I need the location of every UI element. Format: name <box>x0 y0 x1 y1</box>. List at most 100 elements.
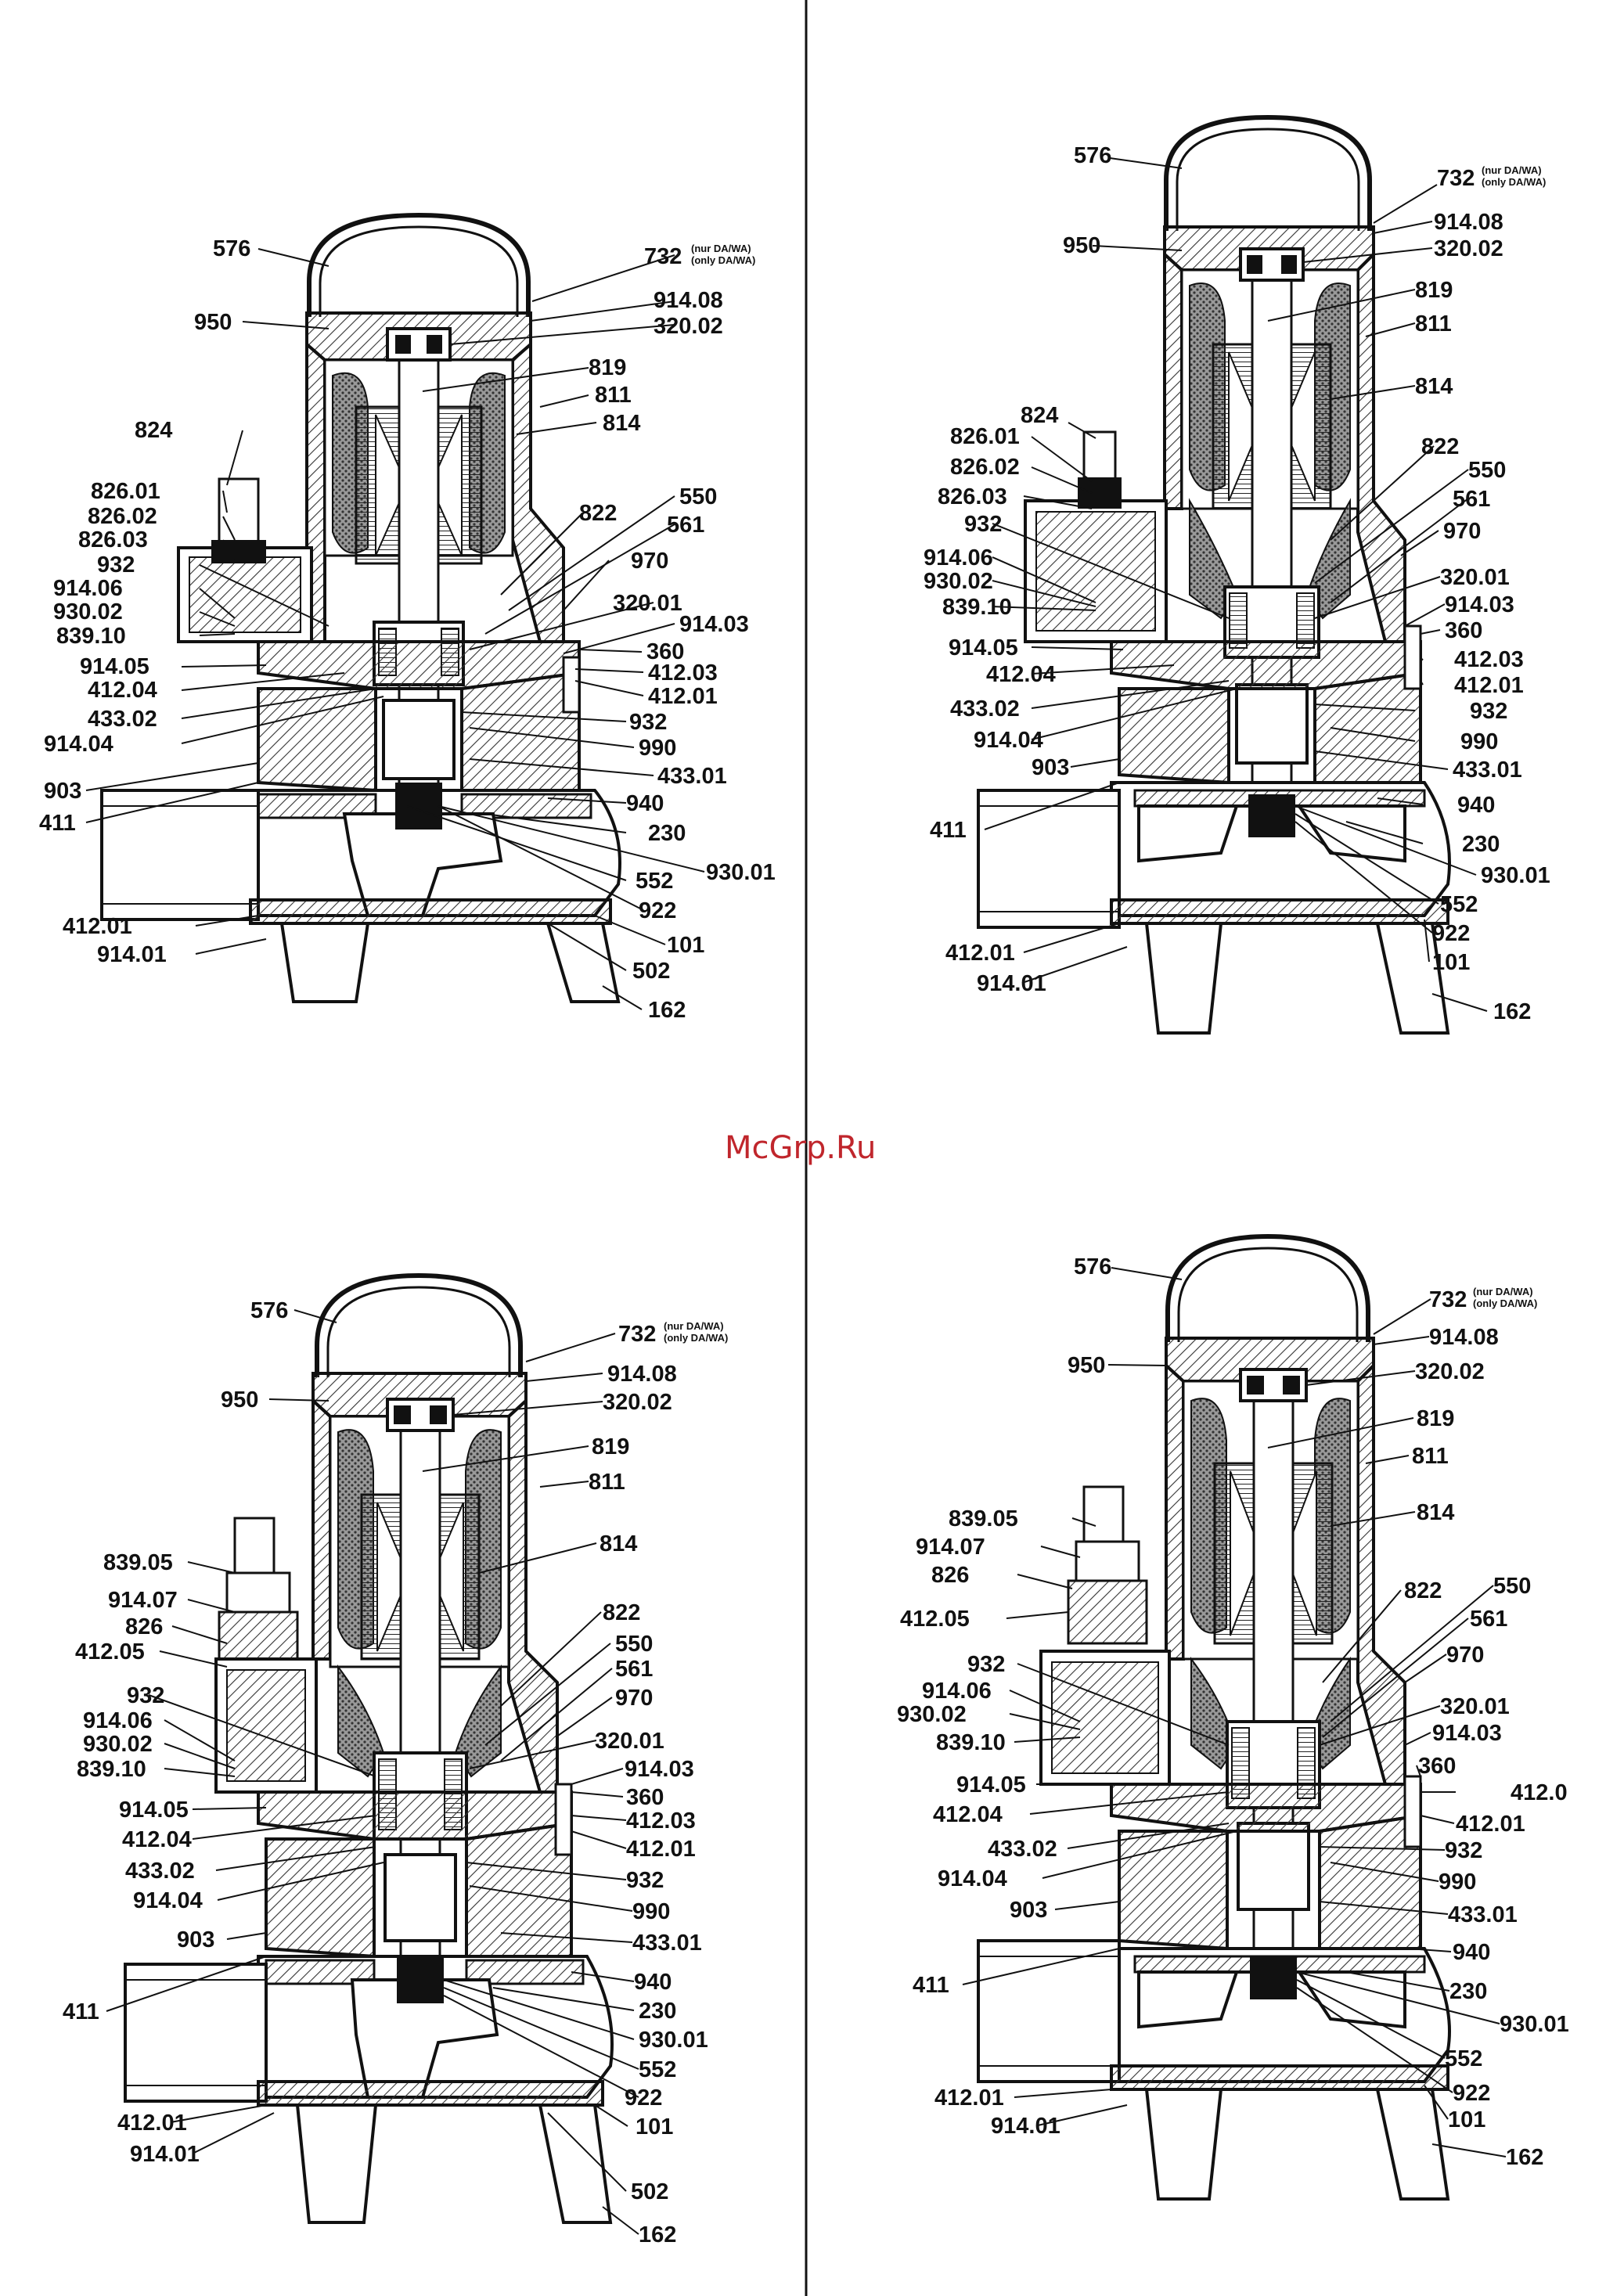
callout-914-05: 914.05 <box>956 1772 1026 1798</box>
callout-819: 819 <box>1417 1406 1454 1431</box>
callout-433-02: 433.02 <box>950 696 1020 722</box>
callout-732: 732 <box>1429 1287 1467 1312</box>
callout-412-01-b: 412.01 <box>63 914 132 939</box>
callout-826-01: 826.01 <box>950 424 1020 449</box>
callout-930-02: 930.02 <box>53 599 123 624</box>
callout-412-04: 412.04 <box>933 1802 1003 1827</box>
callout-903: 903 <box>1010 1898 1047 1923</box>
callout-839-10: 839.10 <box>56 624 126 649</box>
panel-top-right: 576 732 (nur DA/WA) (only DA/WA) 914.08 … <box>924 114 1550 1035</box>
callout-914-08: 914.08 <box>1434 210 1503 235</box>
callout-814: 814 <box>1415 374 1453 399</box>
callout-550: 550 <box>1468 458 1506 483</box>
callout-914-06: 914.06 <box>924 545 993 570</box>
callout-433-01: 433.01 <box>632 1931 702 1956</box>
callout-990: 990 <box>1460 729 1498 754</box>
callout-320-01: 320.01 <box>595 1729 664 1754</box>
callout-914-08: 914.08 <box>607 1362 677 1387</box>
callout-930-02: 930.02 <box>924 569 993 594</box>
callout-732-note-only: (only DA/WA) <box>1473 1297 1537 1309</box>
callout-162: 162 <box>1493 999 1531 1024</box>
callout-940: 940 <box>1453 1940 1490 1965</box>
callout-922: 922 <box>625 2085 662 2111</box>
callout-360: 360 <box>626 1785 664 1810</box>
callout-839-10: 839.10 <box>942 595 1012 620</box>
callout-970: 970 <box>1446 1643 1484 1668</box>
callout-914-03: 914.03 <box>625 1757 694 1782</box>
callout-822: 822 <box>1404 1578 1442 1603</box>
callout-550: 550 <box>615 1632 653 1657</box>
callout-914-04: 914.04 <box>974 728 1043 753</box>
callout-433-01: 433.01 <box>657 764 727 789</box>
callout-552: 552 <box>639 2057 676 2082</box>
callout-433-02: 433.02 <box>125 1859 195 1884</box>
callout-550: 550 <box>679 484 717 509</box>
callout-814: 814 <box>1417 1500 1454 1525</box>
callout-814: 814 <box>603 411 640 436</box>
callout-839-10: 839.10 <box>936 1730 1006 1755</box>
callout-811: 811 <box>589 1470 625 1495</box>
callout-811: 811 <box>1412 1444 1449 1469</box>
callout-412-01-a: 412.01 <box>1456 1812 1525 1837</box>
callout-826: 826 <box>125 1614 163 1639</box>
callout-411: 411 <box>39 811 76 836</box>
callout-914-07: 914.07 <box>108 1588 178 1613</box>
callout-412-03-partial: 412.0 <box>1511 1780 1568 1805</box>
callout-412-01-b: 412.01 <box>934 2085 1004 2111</box>
callout-732: 732 <box>618 1322 656 1347</box>
callout-950: 950 <box>1063 233 1100 258</box>
callout-922: 922 <box>1432 921 1470 946</box>
callout-822: 822 <box>1421 434 1459 459</box>
callout-826-02: 826.02 <box>950 455 1020 480</box>
callout-433-01: 433.01 <box>1453 758 1522 783</box>
pump-drawing-top-right <box>977 114 1451 1035</box>
panel-bottom-right: 576 732 (nur DA/WA) (only DA/WA) 914.08 … <box>897 1233 1569 2201</box>
callout-914-01: 914.01 <box>130 2142 200 2167</box>
callout-732-note-nur: (nur DA/WA) <box>691 243 751 254</box>
callout-930-01: 930.01 <box>1500 2012 1569 2037</box>
callout-903: 903 <box>1032 755 1069 780</box>
pump-drawing-top-left <box>100 212 621 1003</box>
handle-576-shape <box>307 212 531 317</box>
callout-950: 950 <box>1068 1353 1105 1378</box>
callout-914-06: 914.06 <box>83 1708 153 1733</box>
callout-360: 360 <box>1445 618 1482 643</box>
callout-320-01: 320.01 <box>613 591 682 616</box>
callout-576: 576 <box>1074 143 1111 168</box>
callout-412-04: 412.04 <box>122 1827 192 1852</box>
callout-811: 811 <box>595 383 632 408</box>
callout-412-01-a: 412.01 <box>1454 673 1524 698</box>
callout-814: 814 <box>600 1531 637 1556</box>
callout-433-02: 433.02 <box>88 707 157 732</box>
callout-732-note-nur: (nur DA/WA) <box>1482 164 1542 176</box>
callout-502: 502 <box>632 959 670 984</box>
callout-412-03: 412.03 <box>1454 647 1524 672</box>
labels-top-right: 576 732 (nur DA/WA) (only DA/WA) 914.08 … <box>924 143 1550 1024</box>
callout-922: 922 <box>1453 2081 1490 2106</box>
callout-230: 230 <box>1449 1979 1487 2004</box>
callout-411: 411 <box>930 818 967 843</box>
callout-162: 162 <box>639 2222 676 2247</box>
pump-drawing-bottom-right <box>977 1233 1451 2201</box>
callout-732-note-only: (only DA/WA) <box>664 1332 728 1344</box>
callout-576: 576 <box>1074 1254 1111 1279</box>
callout-412-03: 412.03 <box>626 1808 696 1834</box>
callout-914-04: 914.04 <box>938 1866 1007 1891</box>
callout-412-03: 412.03 <box>648 660 718 686</box>
callout-839-05: 839.05 <box>949 1506 1018 1531</box>
leader-lines-top-right <box>984 157 1488 1012</box>
callout-412-01-b: 412.01 <box>945 941 1015 966</box>
callout-932-b: 932 <box>1470 699 1507 724</box>
callout-930-02: 930.02 <box>897 1702 967 1727</box>
callout-824: 824 <box>135 418 172 443</box>
callout-839-10: 839.10 <box>77 1757 146 1782</box>
leader-lines-top-left <box>85 248 705 1010</box>
watermark: McGrp.Ru <box>725 1130 876 1166</box>
callout-412-05: 412.05 <box>900 1607 970 1632</box>
callout-930-01: 930.01 <box>639 2028 708 2053</box>
callout-412-01-a: 412.01 <box>626 1837 696 1862</box>
callout-576: 576 <box>250 1298 288 1323</box>
callout-914-05: 914.05 <box>119 1798 189 1823</box>
callout-914-06: 914.06 <box>922 1679 992 1704</box>
callout-990: 990 <box>632 1899 670 1924</box>
